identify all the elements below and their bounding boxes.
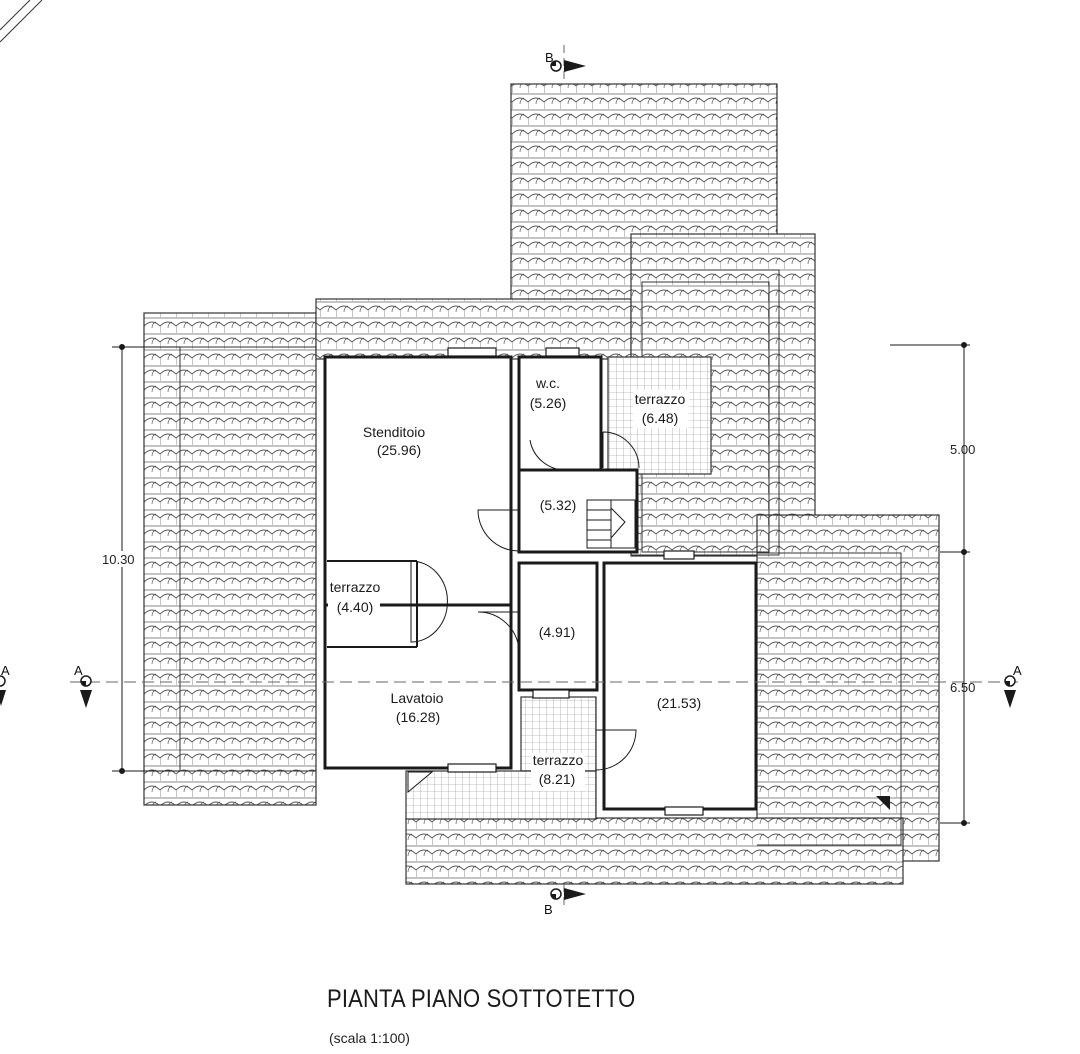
label-terrazzo-s-area: (8.21) bbox=[539, 771, 576, 787]
svg-text:B: B bbox=[544, 902, 553, 917]
corner-hatch bbox=[0, 0, 43, 43]
label-terrazzo-w-name: terrazzo bbox=[330, 579, 381, 595]
room-wc bbox=[517, 355, 603, 472]
roof-west-wing bbox=[143, 312, 317, 806]
label-disimpegno-upper-area: (5.32) bbox=[540, 497, 577, 513]
marker-triangle-sw bbox=[407, 771, 434, 794]
label-wc-name: w.c. bbox=[535, 375, 560, 391]
svg-text:A: A bbox=[1, 663, 10, 678]
roof-east-wing bbox=[756, 514, 940, 862]
label-terrazzo-ne-name: terrazzo bbox=[635, 391, 686, 407]
rooms bbox=[323, 355, 758, 811]
staircase bbox=[586, 499, 636, 549]
svg-text:A: A bbox=[1013, 663, 1022, 678]
section-marker-a-left: A bbox=[74, 663, 92, 708]
label-terrazzo-ne-area: (6.48) bbox=[642, 410, 679, 426]
label-wc-area: (5.26) bbox=[530, 395, 567, 411]
label-terrazzo-w-area: (4.40) bbox=[337, 599, 374, 615]
label-terrazzo-s-name: terrazzo bbox=[533, 752, 584, 768]
roof-south-band bbox=[405, 817, 904, 885]
svg-text:A: A bbox=[74, 663, 83, 678]
label-stenditoio-area: (25.96) bbox=[377, 442, 421, 458]
dimension-right-upper: 5.00 bbox=[950, 442, 975, 457]
room-east bbox=[602, 561, 758, 811]
scale-note: (scala 1:100) bbox=[329, 1030, 410, 1046]
svg-text:B: B bbox=[545, 50, 554, 65]
section-marker-a-right: A bbox=[1004, 663, 1022, 708]
room-disimpegno-upper bbox=[517, 468, 639, 554]
dimension-right-lower: 6.50 bbox=[950, 680, 975, 695]
partitions bbox=[327, 560, 418, 648]
label-disimpegno-lower-area: (4.91) bbox=[539, 624, 576, 640]
dimension-lines bbox=[112, 342, 970, 826]
room-disimpegno-lower bbox=[517, 561, 599, 692]
section-marker-a-edge: A bbox=[0, 663, 10, 706]
label-lavatoio-name: Lavatoio bbox=[391, 690, 444, 706]
label-room-east-area: (21.53) bbox=[657, 695, 701, 711]
room-labels: Stenditoio (25.96) w.c. (5.26) terrazzo … bbox=[328, 375, 701, 791]
label-lavatoio-area: (16.28) bbox=[396, 709, 440, 725]
door-swings bbox=[410, 431, 640, 771]
drawing-title: PIANTA PIANO SOTTOTETTO bbox=[327, 985, 636, 1013]
dimension-left-total: 10.30 bbox=[102, 552, 135, 567]
marker-triangle-ne bbox=[876, 796, 890, 810]
section-marker-b-bottom: B bbox=[544, 888, 586, 917]
section-marker-b-top: B bbox=[545, 50, 586, 72]
label-stenditoio-name: Stenditoio bbox=[363, 424, 425, 440]
windows bbox=[447, 347, 704, 816]
